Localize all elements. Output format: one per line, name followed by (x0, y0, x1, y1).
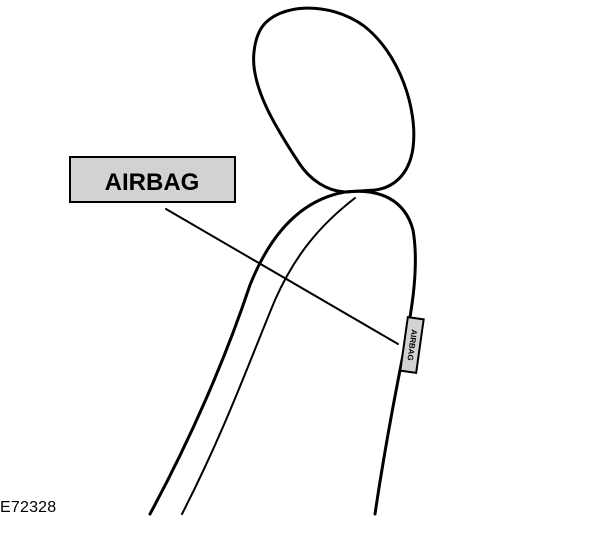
seatback-seam (181, 197, 356, 515)
seatback-outline (148, 189, 417, 516)
seat-airbag-tag: AIRBAG (399, 316, 425, 374)
airbag-callout-text: AIRBAG (105, 169, 200, 196)
airbag-callout-box (69, 156, 236, 203)
head-restraint (252, 6, 416, 194)
seat-airbag-tag-box (399, 316, 425, 374)
callout-leader-line (165, 208, 399, 345)
reference-code: E72328 (0, 499, 57, 516)
airbag-callout-label: AIRBAG (69, 156, 236, 203)
seat-airbag-tag-text: AIRBAG (405, 329, 418, 362)
